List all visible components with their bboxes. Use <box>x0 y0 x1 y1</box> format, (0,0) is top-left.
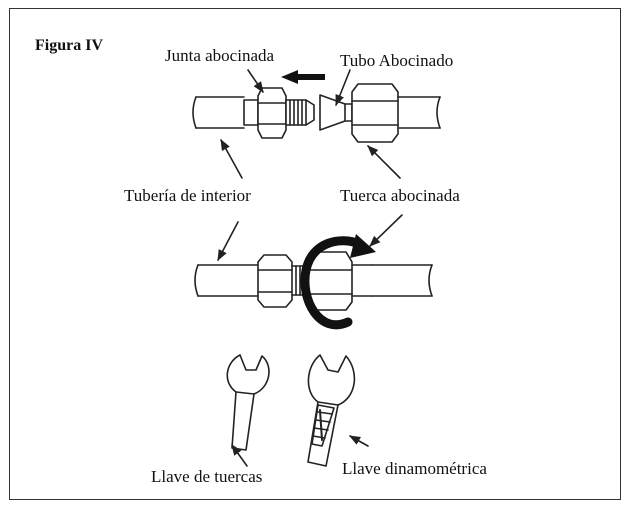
label-indoor-pipe: Tubería de interior <box>124 186 251 205</box>
rotation-arrow <box>300 234 376 330</box>
wrench-icon <box>226 354 270 451</box>
indoor-pipe-top <box>192 96 245 129</box>
flare-joint-fitting <box>243 87 315 139</box>
indoor-pipe-middle <box>194 264 259 297</box>
leader-flare-joint <box>247 69 264 93</box>
torque-wrench-icon <box>307 354 356 467</box>
leader-rotation <box>369 214 403 247</box>
label-flared-tube: Tubo Abocinado <box>340 51 454 70</box>
leader-torque-wrench <box>349 435 369 447</box>
leader-flare-nut <box>367 145 401 179</box>
leader-wrench <box>231 444 248 467</box>
leader-middle-pipe <box>217 221 239 261</box>
label-torque-wrench: Llave dinamométrica <box>342 459 487 478</box>
flared-tube-nut <box>319 83 441 143</box>
leader-indoor-pipe <box>220 139 243 179</box>
leader-flared-tube <box>335 69 351 107</box>
label-wrench: Llave de tuercas <box>151 467 263 486</box>
label-flare-joint: Junta abocinada <box>165 46 275 65</box>
label-flare-nut: Tuerca abocinada <box>340 186 460 205</box>
figure-title: Figura IV <box>35 37 103 54</box>
assembled-joint <box>257 251 433 311</box>
push-arrow <box>281 70 325 84</box>
